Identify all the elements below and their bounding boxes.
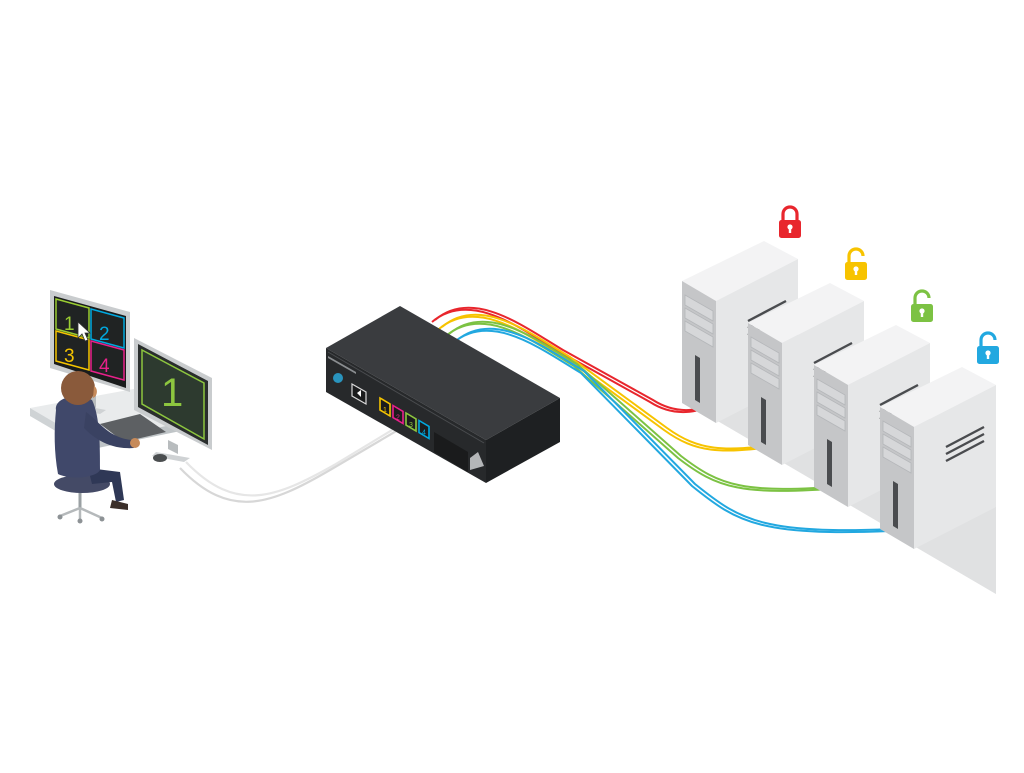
cable-2-pair — [441, 313, 782, 450]
quadrant-2-frame — [90, 308, 125, 349]
switch-logo-icon — [333, 373, 343, 383]
keyboard — [100, 414, 166, 442]
mouse — [153, 454, 167, 462]
quadrant-4-frame — [90, 340, 125, 381]
operator-body — [54, 396, 100, 478]
quadrant-1-label: 1 — [64, 314, 75, 335]
computer-4 — [880, 331, 999, 594]
switch-mode-icon — [357, 390, 361, 397]
computers — [682, 205, 999, 594]
quadrant-2-label: 2 — [99, 324, 110, 345]
switch-vendor-logo-icon — [470, 452, 484, 470]
channel-button-label-2: 2 — [396, 415, 400, 422]
cable-4-pair — [455, 327, 914, 532]
lock-icon-4 — [977, 331, 999, 364]
cable-3-pair — [448, 320, 848, 490]
monitor-right-frame — [141, 348, 205, 441]
channel-button-2 — [392, 404, 404, 425]
switch-brand-mark — [328, 356, 356, 374]
channel-buttons: 1 2 3 4 — [379, 396, 430, 440]
lock-icon-1 — [779, 205, 801, 238]
operator — [54, 371, 140, 524]
switch-top — [326, 306, 560, 440]
monitor-right-label: 1 — [161, 371, 183, 415]
channel-button-1 — [379, 396, 391, 418]
channel-button-3 — [405, 411, 417, 433]
channel-button-label-1: 1 — [383, 407, 387, 414]
channel-button-4 — [418, 419, 430, 440]
kvm-switch: 1 2 3 4 — [326, 306, 560, 483]
quadrant-3-label: 3 — [64, 346, 75, 367]
cable-4 — [452, 329, 911, 534]
workstation: 1 2 3 4 1 — [30, 290, 212, 524]
lock-icon-3 — [911, 289, 933, 322]
monitor-right: 1 — [134, 338, 212, 462]
console-cable — [179, 423, 403, 503]
monitor-left: 1 2 3 4 — [50, 290, 130, 414]
quadrant-4-label: 4 — [99, 356, 110, 377]
mouse-cursor-icon — [77, 321, 92, 342]
cable-3 — [445, 322, 845, 492]
channel-button-label-4: 4 — [422, 430, 426, 437]
switch-display — [434, 432, 468, 472]
computer-cables — [431, 306, 914, 534]
lock-icon-2 — [845, 247, 867, 280]
channel-button-label-3: 3 — [409, 422, 413, 429]
switch-side — [486, 398, 560, 483]
operator-head — [61, 371, 95, 405]
